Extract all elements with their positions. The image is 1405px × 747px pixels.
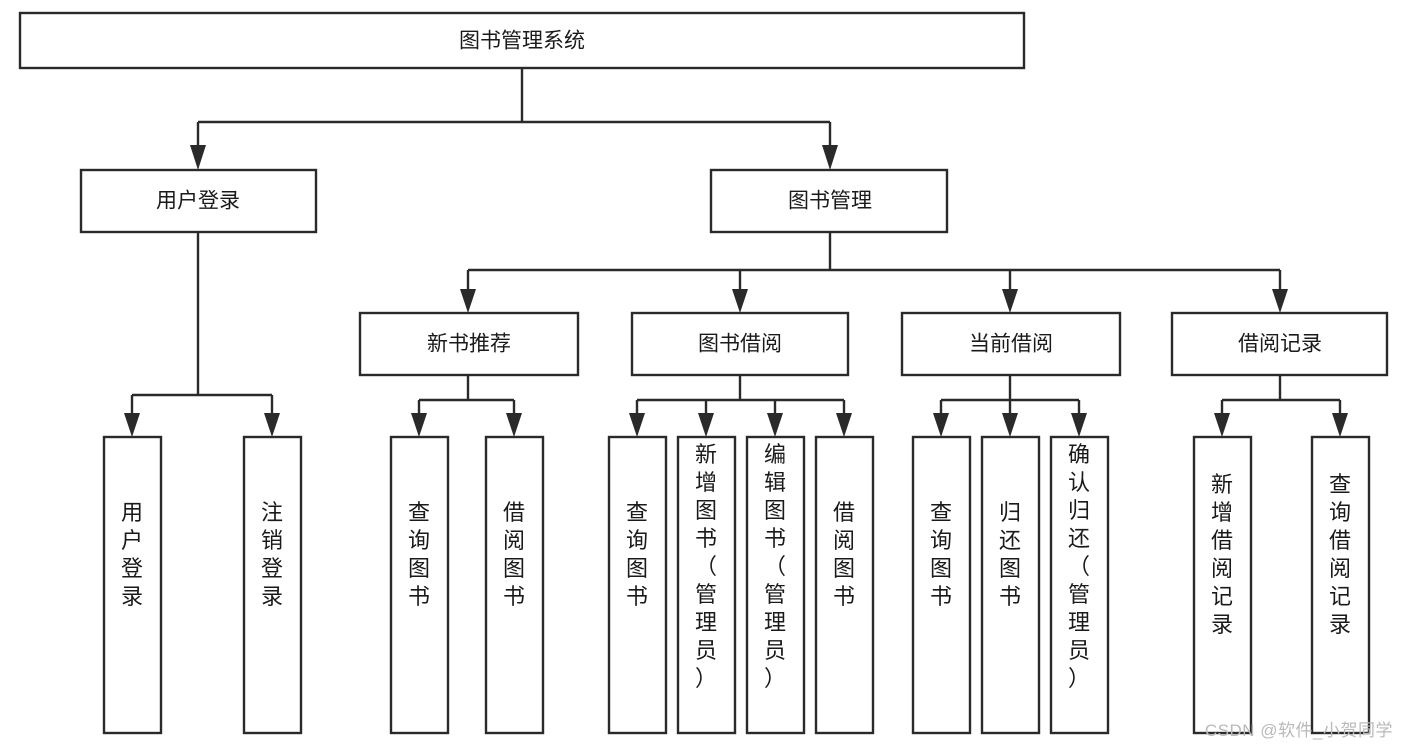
node-leaf-edit-book[interactable]: 编辑图书（管理员） — [745, 435, 806, 735]
edge-group-book-manage — [460, 232, 1288, 313]
arrow-head-user-login — [190, 145, 206, 170]
node-leaf-add-record[interactable]: 新增借阅记录 — [1192, 435, 1253, 735]
node-user-login-box — [79, 168, 318, 234]
node-leaf-confirm-return[interactable]: 确认归还（管理员） — [1049, 435, 1110, 735]
node-leaf-query-book-3-label: 查询图书 — [930, 500, 952, 609]
node-leaf-query-book-1-label: 查询图书 — [408, 500, 430, 609]
arrow-head-current-borrow — [1002, 289, 1018, 313]
edge-group-user-login — [124, 232, 280, 437]
arrow-head-book-borrow — [732, 289, 748, 313]
node-leaf-confirm-return-box — [1049, 435, 1110, 735]
edge-group-borrow-record — [1214, 375, 1348, 437]
arrow-head-leaf-add-book — [698, 413, 714, 437]
node-current-borrow-label: 当前借阅 — [969, 333, 1053, 356]
node-leaf-borrow-book-1[interactable]: 借阅图书 — [484, 435, 545, 735]
arrow-head-leaf-query-book-3 — [933, 413, 949, 437]
edge-group-current-borrow — [933, 375, 1087, 437]
arrow-head-leaf-query-book-2 — [629, 413, 645, 437]
node-leaf-user-logout[interactable]: 注销登录 — [242, 435, 303, 735]
node-leaf-borrow-book-2-label: 借阅图书 — [833, 500, 855, 609]
node-leaf-edit-book-box — [745, 435, 806, 735]
node-user-login[interactable]: 用户登录 — [79, 168, 318, 234]
node-leaf-query-record-label: 查询借阅记录 — [1329, 472, 1351, 637]
edge-group-new-book-rec — [411, 375, 522, 437]
arrow-head-leaf-return-book — [1002, 413, 1018, 437]
arrow-head-leaf-borrow-book-1 — [506, 413, 522, 437]
node-leaf-user-logout-label: 注销登录 — [261, 500, 283, 609]
node-root-label: 图书管理系统 — [459, 30, 585, 53]
node-leaf-query-book-3-box — [911, 435, 972, 735]
arrow-head-leaf-edit-book — [767, 413, 783, 437]
node-user-login-label: 用户登录 — [156, 190, 240, 213]
node-leaf-user-login-box — [102, 435, 163, 735]
node-borrow-record-box — [1170, 311, 1389, 377]
arrow-head-leaf-user-login — [124, 413, 140, 437]
node-root[interactable]: 图书管理系统 — [18, 11, 1026, 70]
node-leaf-add-book-box — [676, 435, 737, 735]
csdn-watermark: CSDN @软件_小贺同学 — [1204, 721, 1393, 740]
node-leaf-borrow-book-2[interactable]: 借阅图书 — [814, 435, 875, 735]
node-leaf-query-book-2-label: 查询图书 — [626, 500, 648, 609]
node-leaf-confirm-return-label: 确认归还（管理员） — [1068, 442, 1090, 691]
edge-group-root — [190, 68, 838, 170]
node-book-manage-box — [709, 168, 949, 234]
arrow-head-leaf-query-record — [1332, 413, 1348, 437]
node-leaf-query-book-1[interactable]: 查询图书 — [389, 435, 450, 735]
node-leaf-add-record-label: 新增借阅记录 — [1211, 472, 1233, 637]
node-leaf-return-book-box — [980, 435, 1041, 735]
node-leaf-query-record[interactable]: 查询借阅记录 — [1310, 435, 1371, 735]
node-leaf-query-book-2-box — [607, 435, 668, 735]
node-current-borrow-box — [900, 311, 1122, 377]
node-borrow-record[interactable]: 借阅记录 — [1170, 311, 1389, 377]
node-leaf-user-login[interactable]: 用户登录 — [102, 435, 163, 735]
arrow-head-leaf-add-record — [1214, 413, 1230, 437]
arrow-head-leaf-borrow-book-2 — [836, 413, 852, 437]
node-leaf-add-book-label: 新增图书（管理员） — [695, 442, 717, 691]
node-leaf-user-logout-box — [242, 435, 303, 735]
node-book-borrow-box — [630, 311, 850, 377]
node-book-manage-label: 图书管理 — [788, 190, 872, 213]
node-leaf-user-login-label: 用户登录 — [121, 500, 143, 609]
node-leaf-borrow-book-1-box — [484, 435, 545, 735]
node-new-book-rec-box — [358, 311, 580, 377]
node-new-book-rec-label: 新书推荐 — [427, 333, 511, 356]
node-leaf-query-book-1-box — [389, 435, 450, 735]
node-leaf-query-record-box — [1310, 435, 1371, 735]
arrow-head-leaf-confirm-return — [1071, 413, 1087, 437]
edge-group-book-borrow — [629, 375, 852, 437]
node-book-manage[interactable]: 图书管理 — [709, 168, 949, 234]
node-borrow-record-label: 借阅记录 — [1238, 333, 1322, 356]
arrow-head-leaf-user-logout — [264, 413, 280, 437]
node-leaf-add-record-box — [1192, 435, 1253, 735]
node-root-box — [18, 11, 1026, 70]
node-current-borrow[interactable]: 当前借阅 — [900, 311, 1122, 377]
node-leaf-query-book-3[interactable]: 查询图书 — [911, 435, 972, 735]
node-leaf-query-book-2[interactable]: 查询图书 — [607, 435, 668, 735]
node-leaf-add-book[interactable]: 新增图书（管理员） — [676, 435, 737, 735]
arrow-head-new-book-rec — [460, 289, 476, 313]
node-leaf-return-book[interactable]: 归还图书 — [980, 435, 1041, 735]
node-new-book-rec[interactable]: 新书推荐 — [358, 311, 580, 377]
arrow-head-leaf-query-book-1 — [411, 413, 427, 437]
node-leaf-edit-book-label: 编辑图书（管理员） — [764, 442, 786, 691]
node-leaf-borrow-book-2-box — [814, 435, 875, 735]
arrow-head-book-manage — [822, 145, 838, 170]
node-leaf-borrow-book-1-label: 借阅图书 — [503, 500, 525, 609]
arrow-head-borrow-record — [1272, 289, 1288, 313]
node-leaf-return-book-label: 归还图书 — [999, 500, 1021, 609]
node-book-borrow-label: 图书借阅 — [698, 333, 782, 356]
node-book-borrow[interactable]: 图书借阅 — [630, 311, 850, 377]
